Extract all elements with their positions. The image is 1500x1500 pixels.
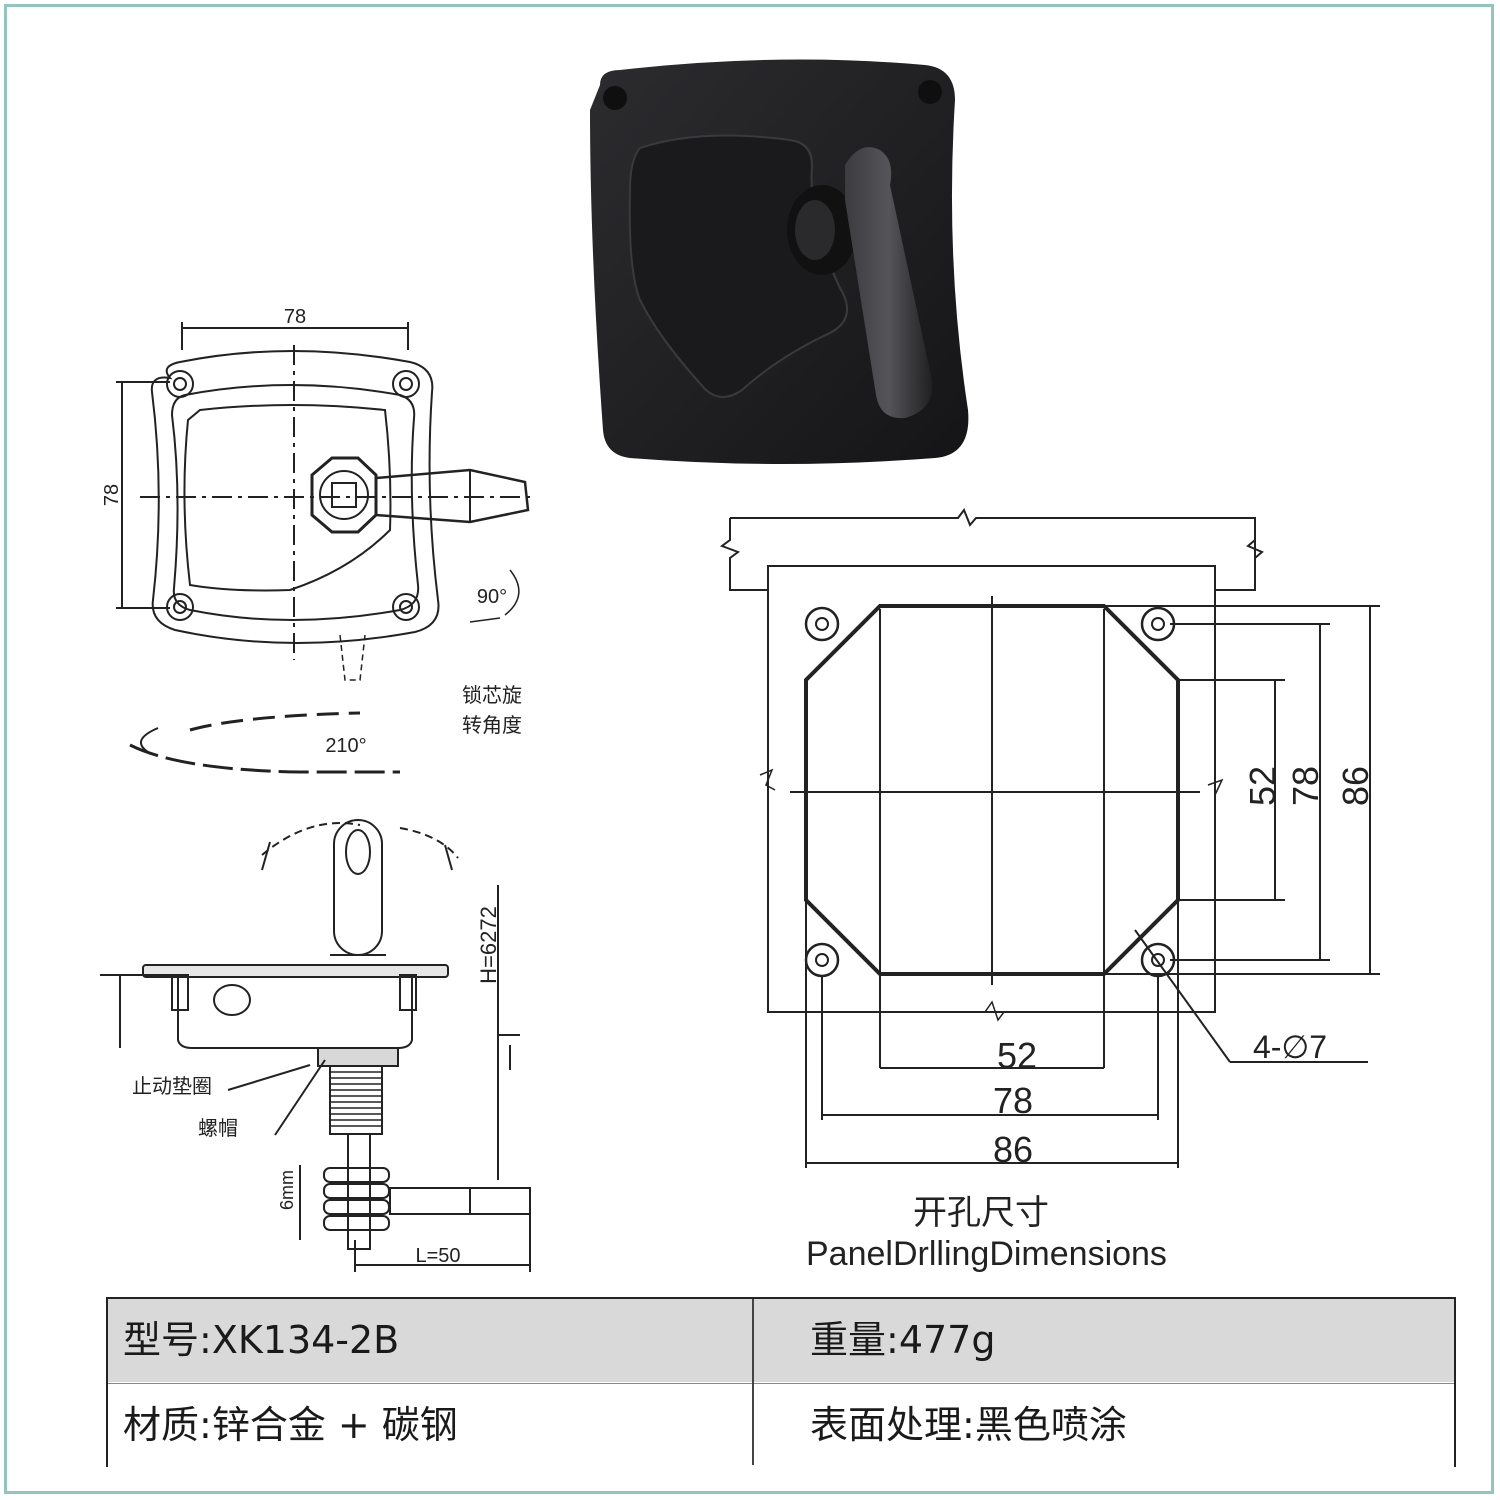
- spec-row: 材质:锌合金 + 碳钢 表面处理:黑色喷涂: [108, 1383, 1454, 1467]
- handle-angle-label: 90°: [477, 586, 507, 608]
- cutout-drawing: [719, 507, 1380, 1168]
- image-frame: [4, 4, 1494, 1494]
- cutout-caption-cn: 开孔尺寸: [913, 1193, 1049, 1233]
- spec-material-label: 材质:: [123, 1403, 212, 1447]
- cutout-bottom-dim-52: 52: [997, 1035, 1037, 1076]
- cutout-right-dim-86: 86: [1335, 766, 1376, 806]
- spec-weight-value: 477g: [898, 1318, 996, 1362]
- spec-finish-label: 表面处理:: [810, 1403, 975, 1447]
- top-width-label: 78: [284, 306, 306, 328]
- spec-model-value: XK134-2B: [211, 1318, 400, 1362]
- spec-table: 型号:XK134-2B 重量:477g 材质:锌合金 + 碳钢 表面处理:黑色喷…: [106, 1297, 1456, 1467]
- spec-material: 材质:锌合金 + 碳钢: [123, 1384, 458, 1467]
- cutout-right-dim-52: 52: [1242, 766, 1283, 806]
- spec-finish-value: 黑色喷涂: [974, 1403, 1127, 1447]
- nut-label: 螺帽: [198, 1117, 238, 1140]
- washer-label: 止动垫圈: [132, 1075, 212, 1098]
- spec-divider: [752, 1299, 754, 1465]
- spec-weight-label: 重量:: [810, 1318, 899, 1362]
- product-photo: [590, 59, 969, 464]
- spec-weight: 重量:477g: [810, 1299, 995, 1382]
- side-view-drawing: [100, 819, 531, 1272]
- cutout-bottom-dim-86: 86: [993, 1129, 1033, 1170]
- rotation-note-line1: 锁芯旋: [462, 684, 522, 707]
- cutout-caption-en: PanelDrllingDimensions: [806, 1235, 1167, 1273]
- length-label: L=50: [415, 1245, 460, 1267]
- spec-row: 型号:XK134-2B 重量:477g: [108, 1299, 1454, 1382]
- spec-model-label: 型号:: [123, 1318, 212, 1362]
- spec-model: 型号:XK134-2B: [123, 1299, 399, 1382]
- thread-label: 6mm: [277, 1170, 297, 1210]
- hole-spec-label: 4-∅7: [1253, 1029, 1327, 1065]
- rotation-angle-label: 210°: [325, 735, 366, 757]
- cutout-right-dim-78: 78: [1285, 766, 1326, 806]
- side-height-label: H=6272: [476, 906, 501, 984]
- spec-finish: 表面处理:黑色喷涂: [810, 1384, 1127, 1467]
- cutout-bottom-dim-78: 78: [993, 1080, 1033, 1121]
- top-view-drawing: [116, 322, 530, 774]
- rotation-note-line2: 转角度: [462, 714, 522, 737]
- top-height-label: 78: [101, 484, 123, 506]
- spec-material-value: 锌合金 + 碳钢: [211, 1403, 458, 1447]
